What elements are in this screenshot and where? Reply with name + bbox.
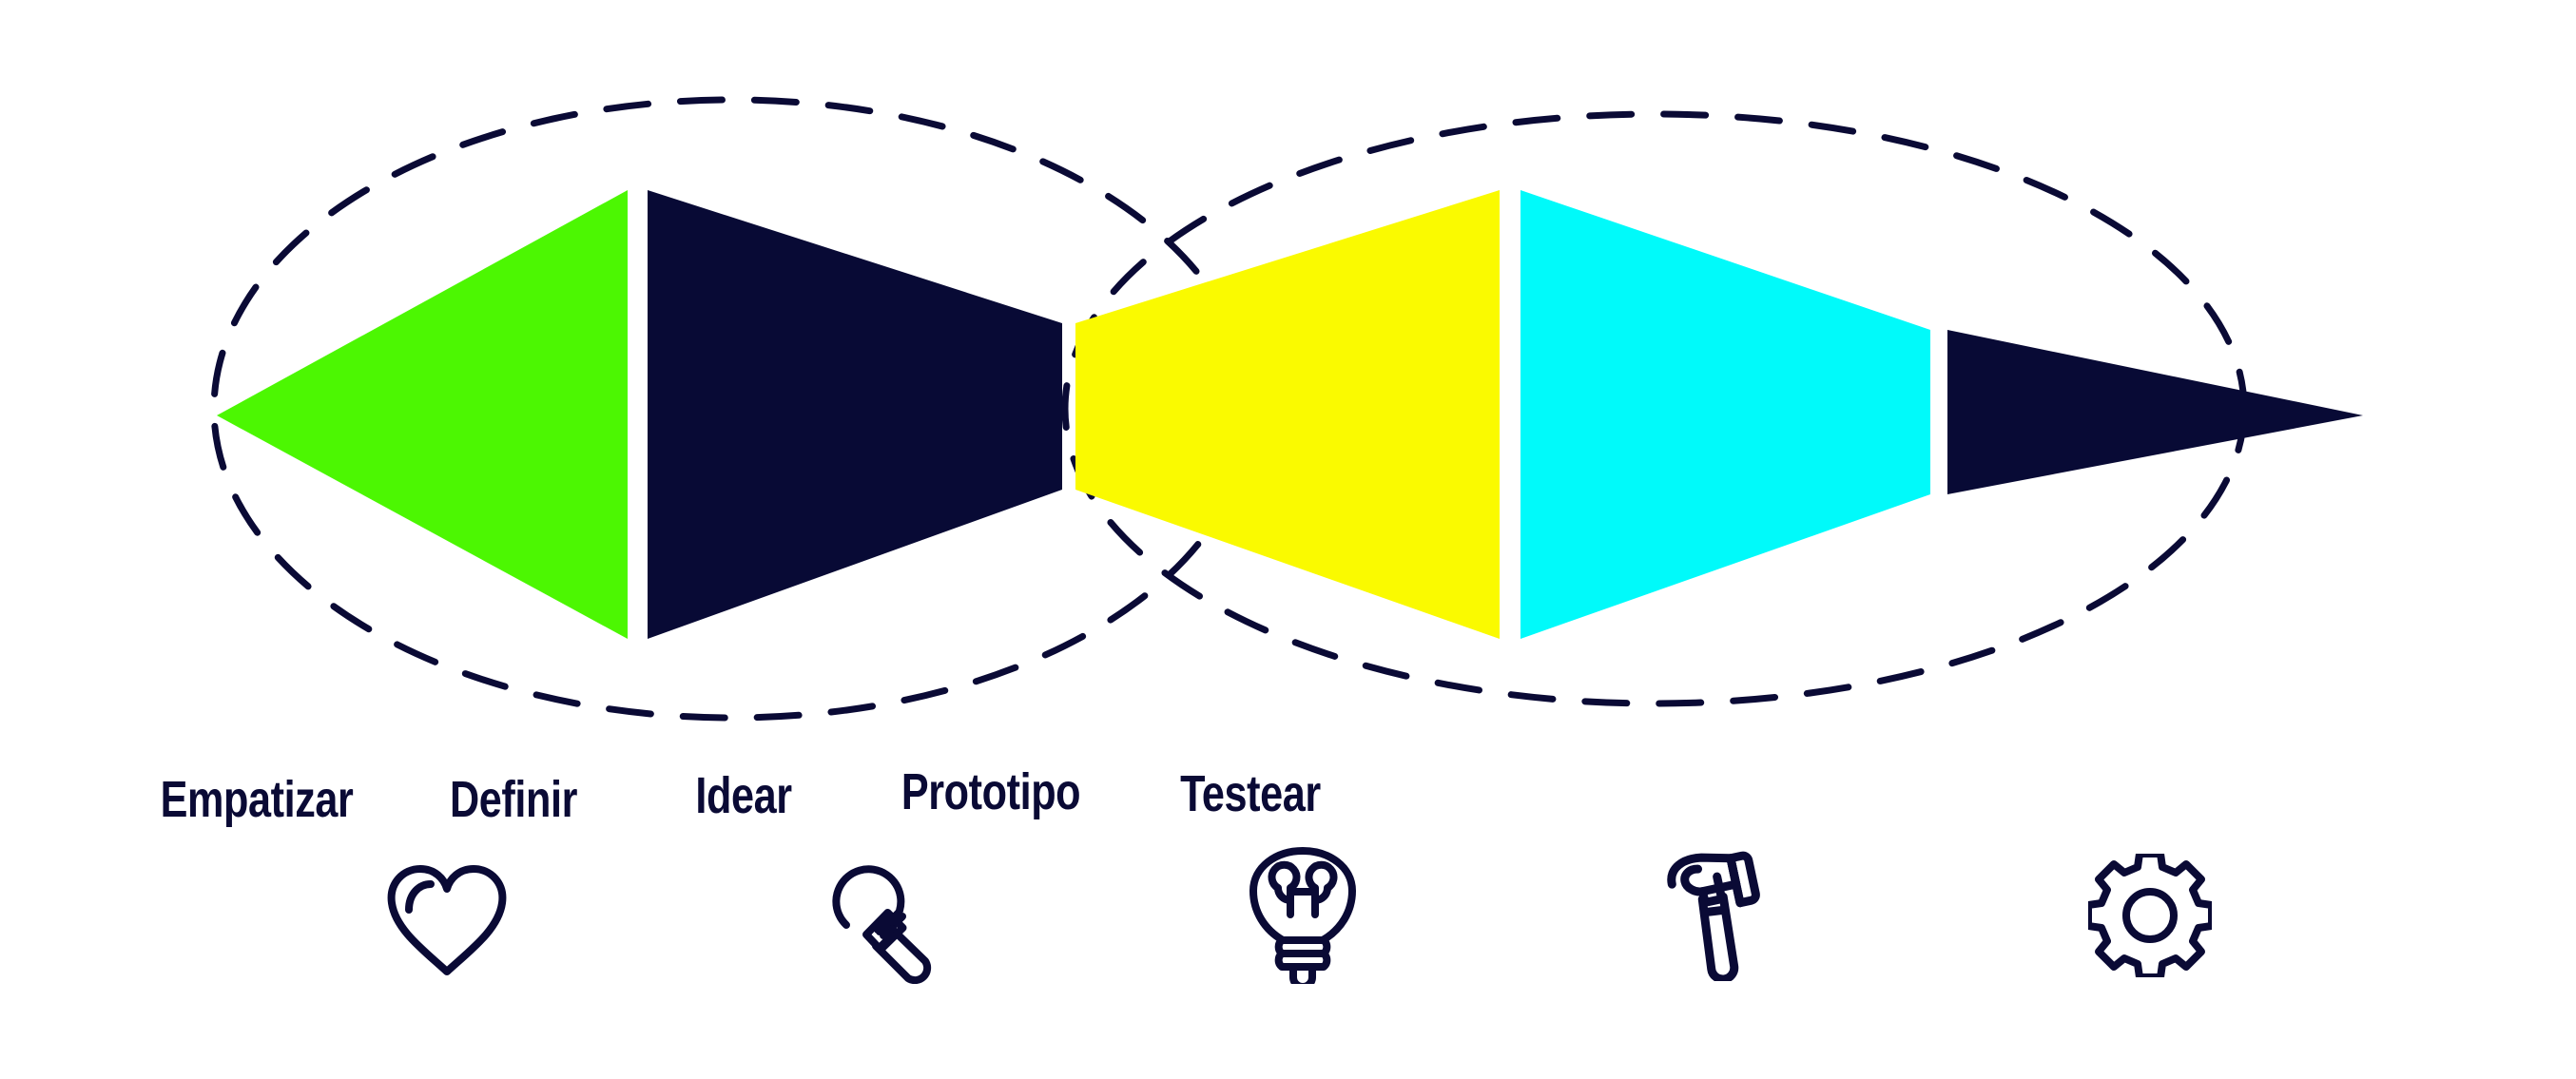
segment-idear [1075,190,1500,639]
segment-empatizar [217,190,628,639]
segment-prototipo [1520,190,1930,639]
lightbulb-icon [1244,846,1367,984]
magnifying-glass-icon [820,856,953,984]
segment-definir [648,190,1062,639]
stage-label-idear: Idear [695,767,792,824]
gear-icon [2088,854,2212,977]
stage-label-definir: Definir [449,771,578,828]
stage-label-testear: Testear [1180,765,1321,822]
stage-label-prototipo: Prototipo [901,763,1081,820]
heart-icon [380,857,513,981]
segment-testear [1947,330,2363,494]
hammer-icon [1650,838,1792,981]
stage-label-empatizar: Empatizar [160,771,354,828]
